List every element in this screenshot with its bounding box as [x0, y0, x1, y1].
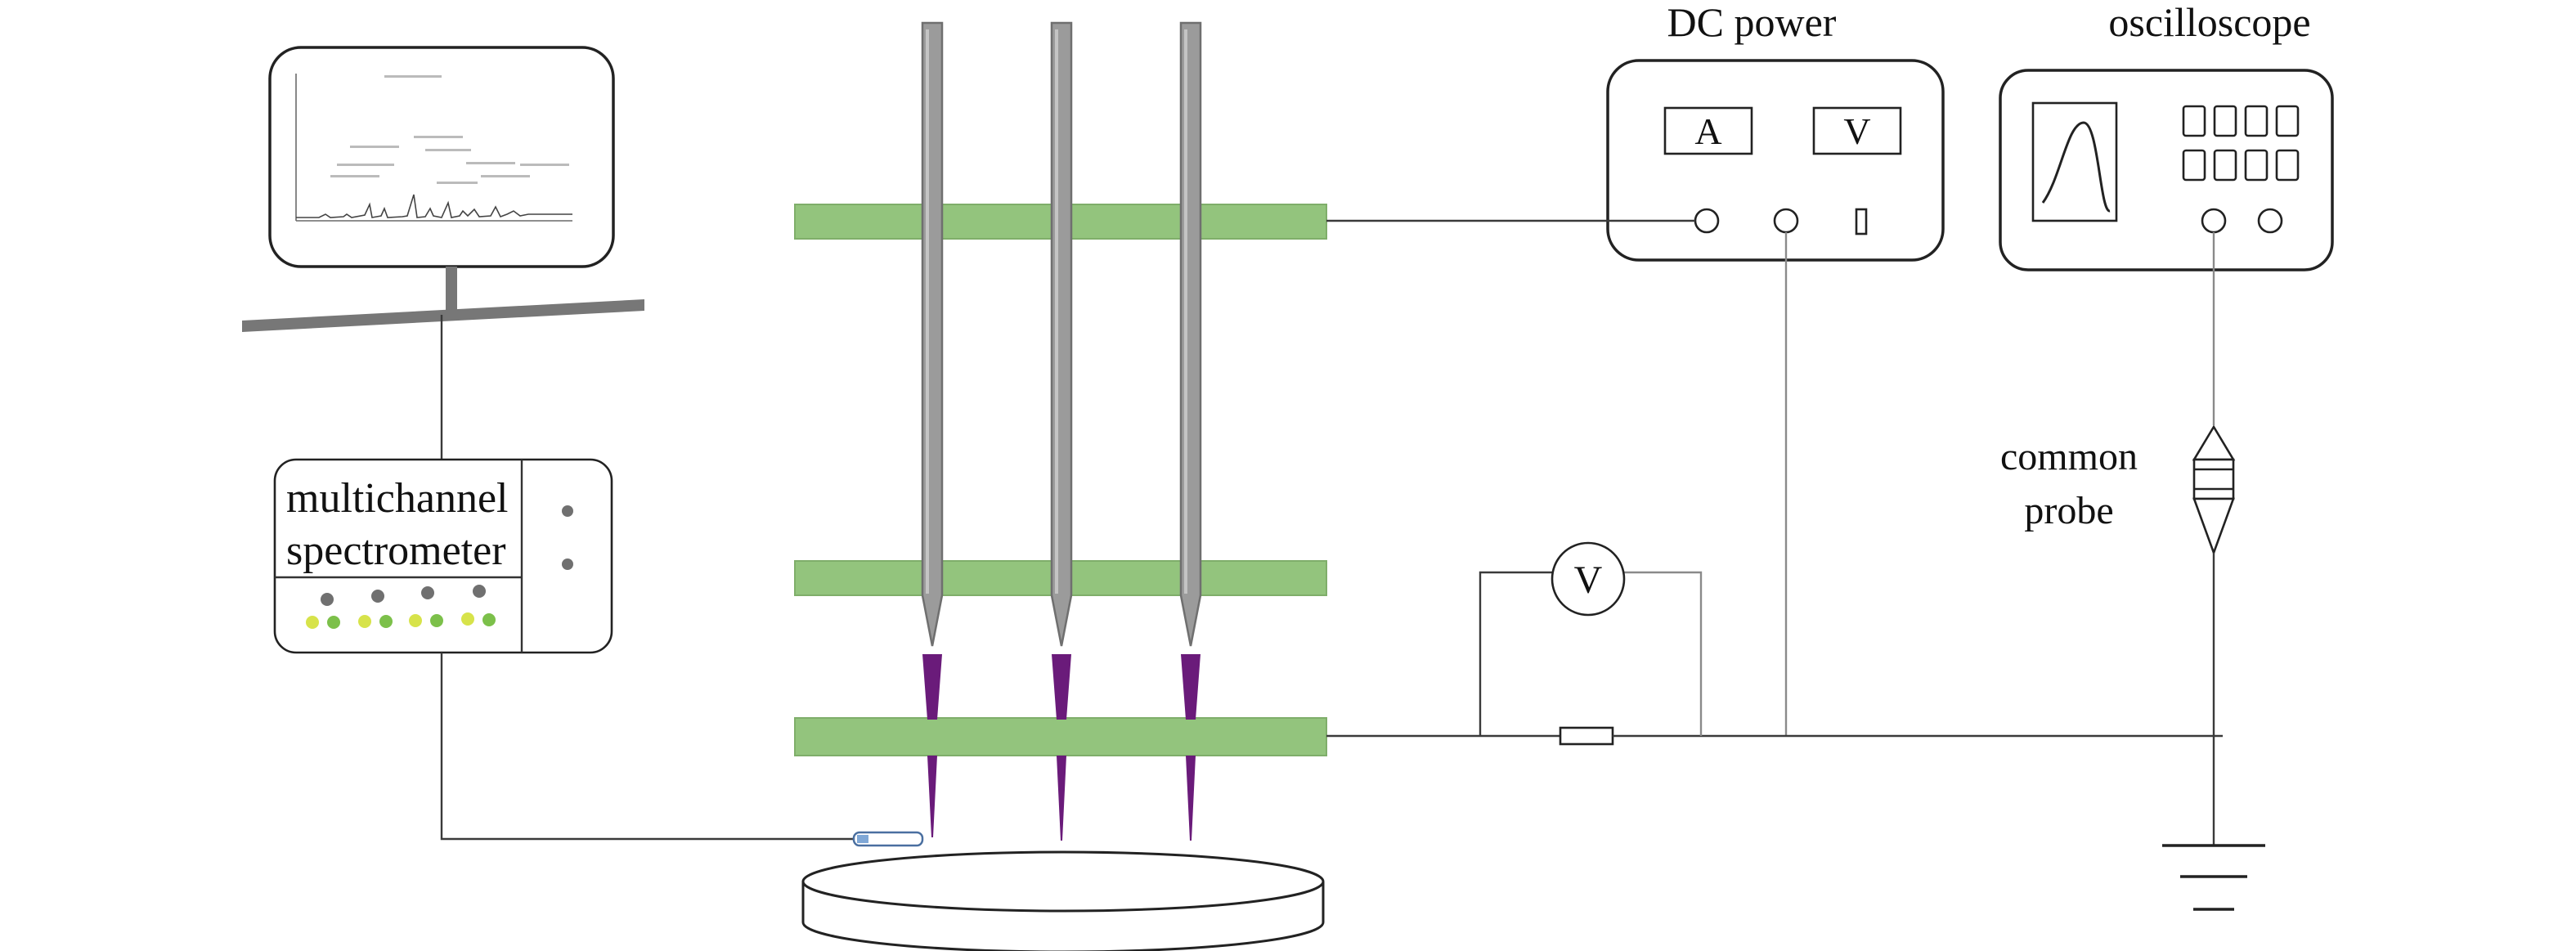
ground-symbol: [2162, 844, 2265, 911]
dc-power-label: DC power: [1667, 0, 1837, 45]
needle-electrode-3: [1179, 21, 1202, 647]
common-probe: [2192, 424, 2236, 556]
spectrometer-gray-leds: [321, 585, 486, 606]
spectrometer-color-leds: [306, 612, 496, 629]
spectrum-annotation-ticks: [330, 75, 569, 184]
ammeter-label: A: [1694, 110, 1721, 152]
probe-label-line2: probe: [2024, 489, 2113, 532]
optical-fiber-probe: [852, 831, 924, 847]
optical-fiber-cable: [440, 653, 854, 841]
plasma-jets: [922, 654, 1200, 841]
spectrometer-knob: [562, 558, 573, 570]
wire-voltmeter-left-lead: [1479, 571, 1552, 736]
spectrum-plot-on-screen: [281, 62, 602, 255]
probe-label-line1: common: [2000, 435, 2138, 478]
oscilloscope: oscilloscope: [1999, 0, 2334, 271]
dc-output-terminal-positive: [1694, 208, 1720, 234]
ammeter-display: [1663, 106, 1753, 155]
dc-output-terminal-negative: [1773, 208, 1799, 234]
voltmeter-display: [1812, 106, 1902, 155]
spectrometer-knob: [562, 505, 573, 517]
spectrometer-label-line2: spectrometer: [286, 527, 506, 574]
needle-electrode-1: [921, 21, 944, 647]
dc-power-switch: [1855, 208, 1868, 236]
needle-electrode-2: [1050, 21, 1073, 647]
dc-power-body: [1606, 59, 1945, 262]
fiber-probe-tip: [857, 835, 868, 843]
sample-dish: [801, 850, 1325, 951]
resistor-voltmeter: [1551, 541, 1626, 617]
multichannel-spectrometer: multichannel spectrometer: [273, 458, 613, 654]
wire-voltmeter-right-lead: [1624, 571, 1703, 736]
oscilloscope-input-terminal: [2201, 208, 2227, 234]
oscilloscope-waveform: [2041, 121, 2112, 213]
monitor-neck: [446, 267, 457, 312]
bottom-green-plate: [794, 717, 1327, 756]
monitor-screen: [281, 62, 602, 255]
oscilloscope-label: oscilloscope: [2108, 0, 2310, 45]
spectrometer-label-line1: multichannel: [286, 475, 508, 522]
dc-power-supply: DC power A V: [1606, 0, 1945, 262]
shunt-resistor: [1559, 726, 1614, 746]
resistor-voltmeter-label: V: [1574, 558, 1603, 602]
oscilloscope-buttons: [2182, 105, 2300, 182]
spectrum-trace: [296, 194, 572, 218]
monitor-stand: [242, 299, 644, 332]
oscilloscope-input-terminal: [2257, 208, 2283, 234]
needle-highlights: [926, 29, 1187, 594]
computer-monitor: [242, 46, 644, 332]
voltmeter-label: V: [1843, 110, 1870, 152]
spectrometer-body: [273, 458, 613, 654]
oscilloscope-screen: [2031, 101, 2118, 222]
